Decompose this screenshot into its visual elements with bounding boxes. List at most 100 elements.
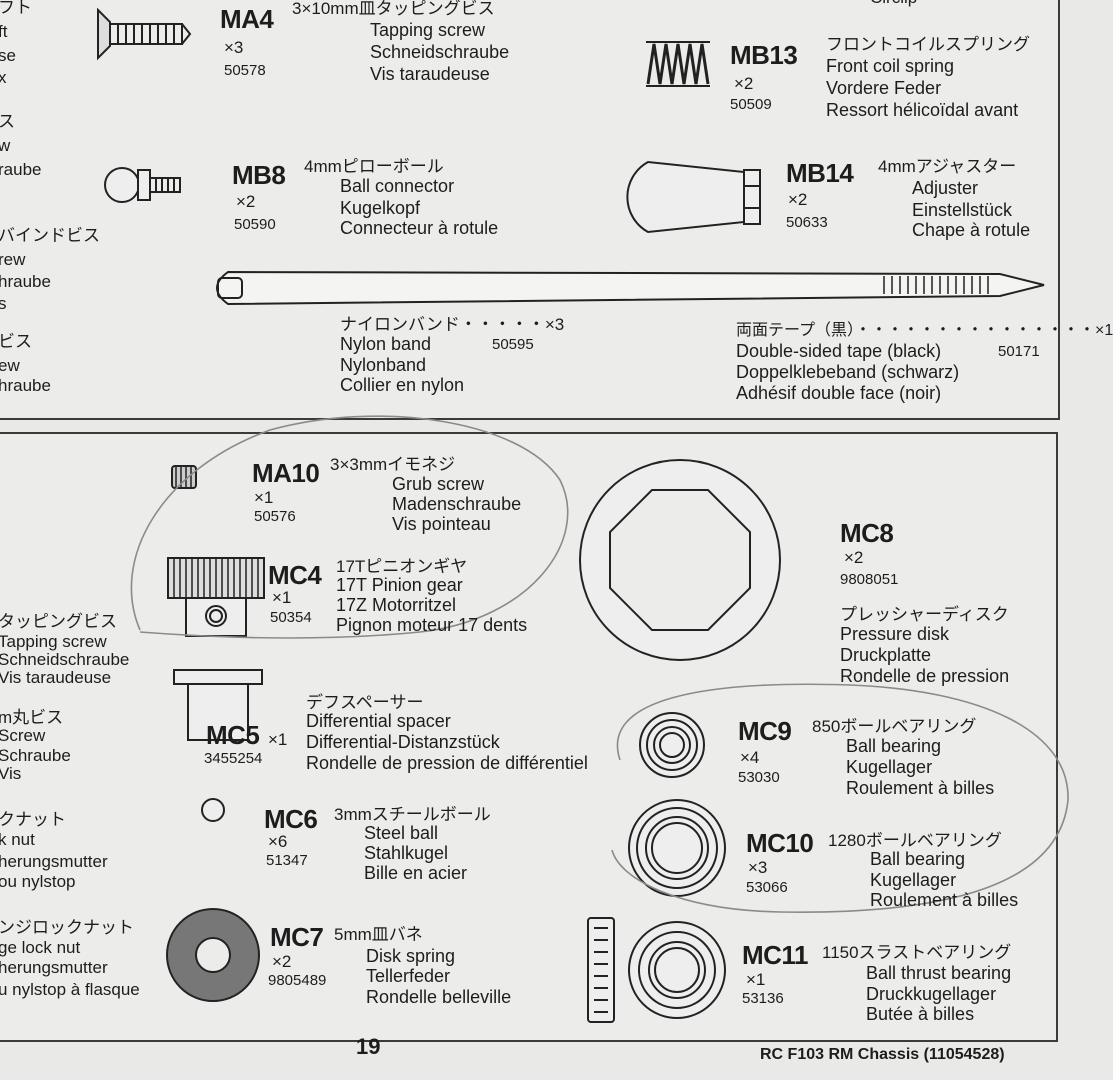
- mc8-code: MC8: [840, 518, 894, 548]
- mb8-fr: Connecteur à rotule: [340, 218, 499, 238]
- mb13-qty: ×2: [734, 74, 754, 93]
- mc10-code: MC10: [746, 828, 814, 858]
- mc7-number: 9805489: [268, 972, 327, 989]
- top-parts-panel: [0, 0, 1060, 420]
- mc6-code: MC6: [264, 804, 318, 834]
- mb14-fr: Chape à rotule: [912, 220, 1031, 240]
- mb14-de: Einstellstück: [912, 200, 1013, 220]
- left-edge-text: s: [0, 294, 7, 313]
- left-edge-text: ft: [0, 22, 8, 41]
- mb14-jp: 4mmアジャスター: [878, 157, 1017, 176]
- ma10-code: MA10: [252, 458, 320, 488]
- mc10-qty: ×3: [748, 858, 768, 877]
- tape-fr: Adhésif double face (noir): [736, 383, 942, 403]
- ma10-jp: 3×3mmイモネジ: [330, 455, 456, 474]
- mc8-de: Druckplatte: [840, 645, 932, 665]
- mc9-fr: Roulement à billes: [846, 778, 995, 798]
- mb13-fr: Ressort hélicoïdal avant: [826, 100, 1019, 120]
- mc7-fr: Rondelle belleville: [366, 987, 512, 1007]
- mc4-qty: ×1: [272, 588, 292, 607]
- mc4-fr: Pignon moteur 17 dents: [336, 615, 528, 635]
- left-edge-text: x: [0, 68, 7, 87]
- mc10-jp: 1280ボールベアリング: [828, 831, 1002, 850]
- nylon-band-en: Nylon band: [340, 334, 432, 354]
- mb14-qty: ×2: [788, 190, 808, 209]
- left-edge-text: Screw: [0, 726, 46, 745]
- left-edge-text: タッピングビス: [0, 612, 117, 631]
- left-edge-text: w: [0, 136, 11, 155]
- mc9-jp: 850ボールベアリング: [812, 717, 977, 736]
- mc11-qty: ×1: [746, 970, 766, 989]
- mb8-en: Ball connector: [340, 176, 455, 196]
- mc6-jp: 3mmスチールボール: [334, 805, 491, 824]
- mb13-jp: フロントコイルスプリング: [826, 35, 1030, 54]
- mc9-code: MC9: [738, 716, 792, 746]
- mb13-de: Vordere Feder: [826, 78, 942, 98]
- mc4-code: MC4: [268, 560, 322, 590]
- nylon-band-jp: ナイロンバンド・・・・・×3: [340, 315, 565, 334]
- ma10-en: Grub screw: [392, 474, 485, 494]
- mc5-code: MC5: [206, 720, 260, 750]
- mc7-code: MC7: [270, 922, 324, 952]
- mc8-qty: ×2: [844, 548, 864, 567]
- left-edge-text: クナット: [0, 810, 66, 829]
- left-edge-text: Schraube: [0, 746, 71, 765]
- mc8-fr: Rondelle de pression: [840, 666, 1010, 686]
- mc4-jp: 17Tピニオンギヤ: [336, 557, 468, 576]
- left-edge-text: hraube: [0, 376, 51, 395]
- mc7-de: Tellerfeder: [366, 966, 451, 986]
- mc7-en: Disk spring: [366, 946, 456, 966]
- left-edge-text: ビス: [0, 332, 32, 351]
- mc11-fr: Butée à billes: [866, 1004, 975, 1024]
- mc10-de: Kugellager: [870, 870, 957, 890]
- mc6-fr: Bille en acier: [364, 863, 468, 883]
- mc11-number: 53136: [742, 990, 784, 1007]
- mc10-number: 53066: [746, 879, 788, 896]
- mc11-en: Ball thrust bearing: [866, 963, 1012, 983]
- mc4-number: 50354: [270, 609, 312, 626]
- mb13-number: 50509: [730, 96, 772, 113]
- mc4-en: 17T Pinion gear: [336, 575, 463, 595]
- ma10-de: Madenschraube: [392, 494, 522, 514]
- mc8-en: Pressure disk: [840, 624, 950, 644]
- left-edge-text: Schneidschraube: [0, 650, 130, 669]
- left-edge-text: ンジロックナット: [0, 918, 134, 937]
- ma4-en: Tapping screw: [370, 20, 486, 40]
- left-edge-text: ge lock nut: [0, 938, 81, 957]
- left-edge-text: ew: [0, 356, 20, 375]
- mc5-de: Differential-Distanzstück: [306, 732, 500, 752]
- ma4-code: MA4: [220, 4, 274, 34]
- mc6-qty: ×6: [268, 832, 288, 851]
- ma4-jp: 3×10mm皿タッピングビス: [292, 0, 495, 18]
- nylon-band-fr: Collier en nylon: [340, 375, 465, 395]
- tape-de: Doppelklebeband (schwarz): [736, 362, 960, 382]
- mc7-qty: ×2: [272, 952, 292, 971]
- tape-number: 50171: [998, 343, 1040, 360]
- mb13-code: MB13: [730, 40, 798, 70]
- tape-jp: 両面テープ（黒）・・・・・・・・・・・・・・・×1: [736, 322, 1113, 339]
- mc6-number: 51347: [266, 852, 308, 869]
- mc5-jp: デフスペーサー: [306, 693, 424, 712]
- mc5-en: Differential spacer: [306, 711, 451, 731]
- left-edge-text: バインドビス: [0, 226, 100, 245]
- mc7-jp: 5mm皿バネ: [334, 925, 423, 944]
- left-edge-text: ou nylstop: [0, 872, 76, 891]
- ma4-number: 50578: [224, 62, 266, 79]
- mc5-qty: ×1: [268, 730, 288, 749]
- mb8-code: MB8: [232, 160, 286, 190]
- page-number: 19: [356, 1034, 381, 1059]
- mc9-en: Ball bearing: [846, 736, 942, 756]
- mc9-number: 53030: [738, 769, 780, 786]
- ma4-qty: ×3: [224, 38, 244, 57]
- left-edge-text: m丸ビス: [0, 708, 64, 727]
- mc11-jp: 1150スラストベアリング: [822, 943, 1012, 962]
- ma4-de: Schneidschraube: [370, 42, 510, 62]
- mc11-code: MC11: [742, 940, 808, 970]
- circlip-partial-label: Circlip: [870, 0, 917, 8]
- manual-title: RC F103 RM Chassis (11054528): [760, 1046, 1005, 1063]
- mc5-fr: Rondelle de pression de différentiel: [306, 753, 588, 773]
- ma10-number: 50576: [254, 508, 296, 525]
- mb8-qty: ×2: [236, 192, 256, 211]
- mc10-en: Ball bearing: [870, 849, 966, 869]
